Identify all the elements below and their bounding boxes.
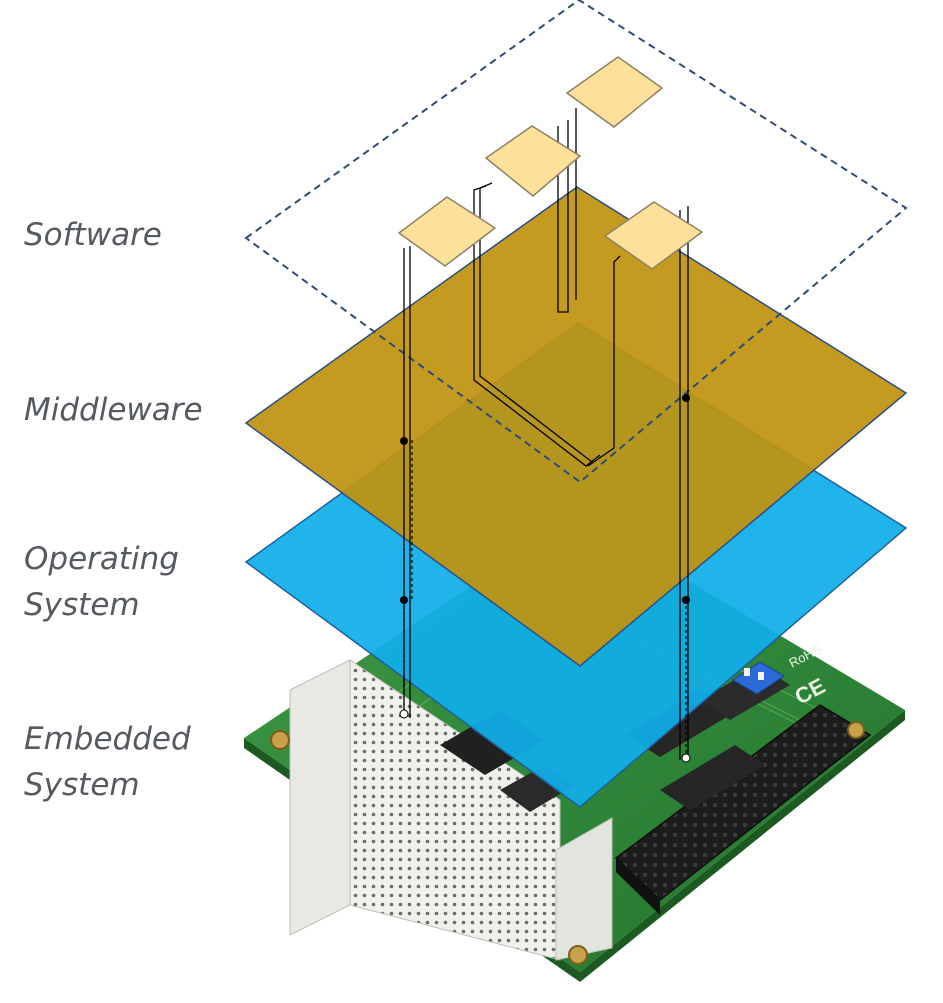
black-connector	[614, 704, 872, 915]
connector-nodes	[399, 394, 691, 763]
operating-system-layer-label: Operating System	[24, 541, 179, 623]
module-connectors	[403, 108, 689, 760]
pin-header-left	[289, 659, 613, 961]
software-module-2	[484, 125, 582, 197]
software-module-1	[397, 196, 497, 267]
middleware-layer-label: Middleware	[24, 392, 203, 428]
software-modules	[397, 56, 704, 270]
embedded-links	[403, 440, 687, 760]
middleware-layer	[244, 186, 908, 667]
software-module-4	[603, 201, 704, 270]
dip-switch	[732, 661, 785, 695]
embedded-system-layer-label: Embedded System	[24, 721, 191, 803]
software-module-3	[565, 56, 664, 128]
software-layer-label: Software	[24, 217, 162, 253]
software-layer-outline	[244, 0, 908, 484]
